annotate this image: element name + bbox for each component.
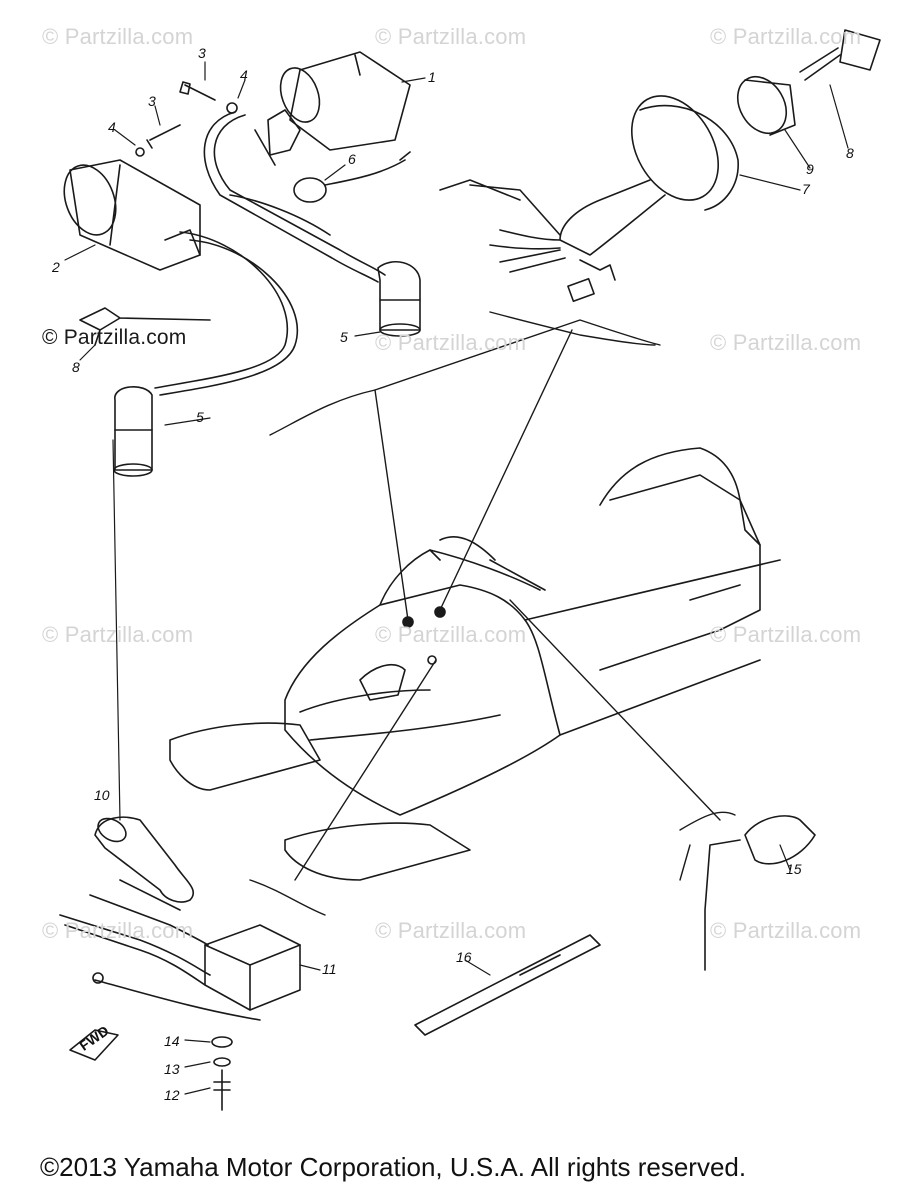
callout-4b: 4 xyxy=(108,119,116,135)
copyright-notice: ©2013 Yamaha Motor Corporation, U.S.A. A… xyxy=(40,1152,747,1182)
plug-cap-5a xyxy=(378,262,420,336)
callout-4a: 4 xyxy=(240,67,248,83)
callout-leaders xyxy=(65,62,848,1094)
watermark-text: © Partzilla.com xyxy=(710,330,862,355)
callout-3b: 3 xyxy=(148,93,156,109)
strap-16 xyxy=(415,935,600,1035)
ignition-coil-1 xyxy=(255,52,410,165)
plug-cap-5b xyxy=(114,387,152,476)
callout-8b: 8 xyxy=(846,145,854,161)
watermark-text: © Partzilla.com xyxy=(375,622,527,647)
lead-lines xyxy=(250,312,735,915)
watermark-text: © Partzilla.com xyxy=(710,24,862,49)
cdi-unit-11 xyxy=(60,880,300,1020)
watermark-text: © Partzilla.com xyxy=(710,918,862,943)
watermark-text: © Partzilla.com xyxy=(42,918,194,943)
lamp-housing-9 xyxy=(728,68,796,142)
watermark-text: © Partzilla.com xyxy=(42,24,194,49)
fwd-arrow-shape xyxy=(70,1030,118,1060)
callout-11: 11 xyxy=(322,961,337,977)
callout-6: 6 xyxy=(348,151,356,167)
washer-4b xyxy=(136,148,144,156)
callout-3a: 3 xyxy=(198,45,206,61)
callout-2: 2 xyxy=(52,259,60,275)
key-8 xyxy=(800,30,880,80)
grommet-6 xyxy=(294,152,410,202)
callout-9: 9 xyxy=(806,161,814,177)
watermark-text: © Partzilla.com xyxy=(375,24,527,49)
switch-15 xyxy=(705,816,815,970)
cable-10 xyxy=(94,814,193,902)
watermark-text: © Partzilla.com xyxy=(710,622,862,647)
watermark-text-dark: © Partzilla.com xyxy=(42,326,187,349)
callout-10: 10 xyxy=(94,787,110,803)
fastener-stack-12-14 xyxy=(212,1037,232,1110)
callout-15: 15 xyxy=(786,861,802,877)
watermark-text: © Partzilla.com xyxy=(375,918,527,943)
callout-1: 1 xyxy=(428,69,436,85)
high-tension-leads xyxy=(155,112,385,395)
ignition-coil-2 xyxy=(55,158,200,270)
bolt-3b xyxy=(147,125,180,148)
bolt-3a xyxy=(180,82,215,100)
watermark-text: © Partzilla.com xyxy=(42,622,194,647)
snowmobile-body xyxy=(170,448,780,880)
watermark-text: © Partzilla.com xyxy=(375,330,527,355)
callout-5b: 5 xyxy=(196,409,204,425)
callout-8a: 8 xyxy=(72,359,80,375)
callout-5a: 5 xyxy=(340,329,348,345)
callout-12: 12 xyxy=(164,1087,180,1103)
headlight-7 xyxy=(440,81,738,302)
callout-7: 7 xyxy=(802,181,810,197)
callout-14: 14 xyxy=(164,1033,180,1049)
connector-8a xyxy=(80,308,210,345)
callout-13: 13 xyxy=(164,1061,180,1077)
callout-16: 16 xyxy=(456,949,472,965)
